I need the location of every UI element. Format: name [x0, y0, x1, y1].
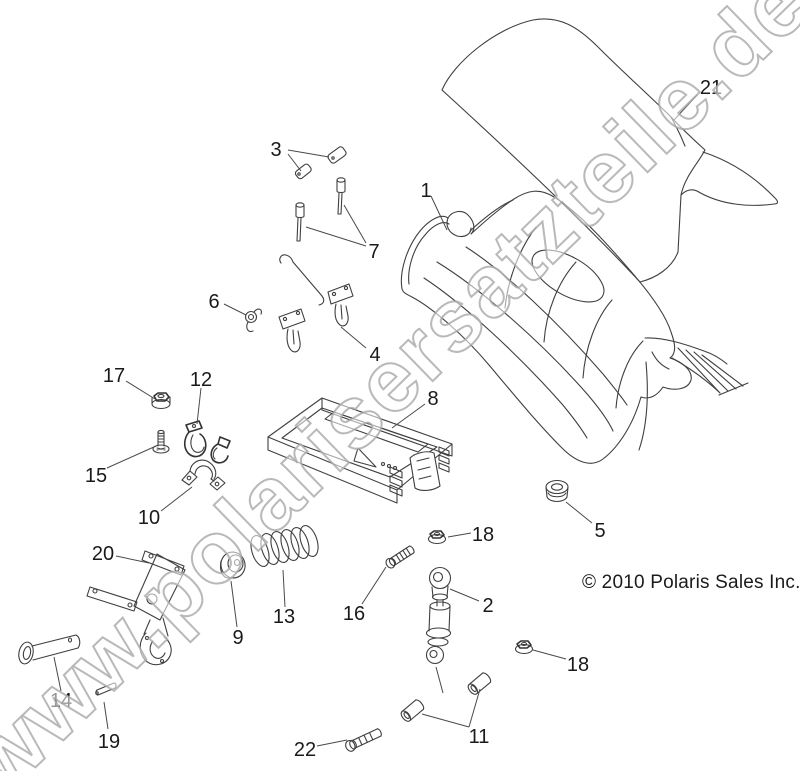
part-17-flange-nut	[151, 392, 171, 410]
part-label-6: 6	[208, 291, 219, 313]
part-18-flange-nuts	[427, 530, 534, 655]
part-3-bumpers	[294, 146, 347, 180]
part-label-18: 18	[567, 654, 589, 676]
leader-line	[305, 226, 367, 247]
leader-line	[435, 666, 444, 694]
leader-line	[430, 195, 448, 231]
leader-line	[421, 713, 470, 728]
leader-line	[343, 204, 367, 244]
part-label-8: 8	[427, 388, 438, 410]
part-16-bolt	[385, 545, 415, 569]
part-label-18: 18	[472, 524, 494, 546]
leader-line	[673, 94, 698, 121]
part-label-1: 1	[420, 180, 431, 202]
part-10-strap-bracket	[181, 459, 226, 491]
part-22-bolt	[345, 728, 382, 752]
part-13-spring	[250, 525, 319, 567]
part-label-16: 16	[343, 603, 365, 625]
part-12-clamps	[183, 420, 231, 464]
part-label-9: 9	[232, 627, 243, 649]
leader-line	[449, 588, 480, 602]
part-6-latch-spring	[244, 308, 262, 332]
part-9-spring-retainer	[219, 551, 246, 579]
leader-line	[287, 149, 330, 158]
part-label-11: 11	[469, 726, 490, 748]
leader-line	[230, 580, 238, 628]
part-label-4: 4	[369, 344, 380, 366]
leader-line	[53, 656, 62, 692]
part-21-seat-cover	[441, 18, 779, 283]
leader-line	[468, 688, 481, 728]
leader-line	[532, 649, 567, 660]
leader-line	[391, 403, 426, 429]
part-7-pins	[295, 177, 346, 242]
part-8-seat-base	[267, 397, 453, 504]
part-11-spacers	[400, 672, 492, 722]
leader-line	[106, 445, 157, 469]
leader-line	[103, 701, 109, 730]
part-2-shock-absorber	[425, 566, 452, 665]
leader-line	[115, 555, 150, 564]
part-4-latch-assembly	[278, 254, 354, 353]
leader-line	[125, 380, 156, 400]
leader-line	[340, 326, 367, 349]
part-15-screw	[152, 429, 170, 454]
part-label-3: 3	[270, 139, 281, 161]
leader-line	[565, 501, 593, 524]
part-label-2: 2	[482, 595, 493, 617]
leader-line	[196, 387, 202, 425]
leader-line	[160, 486, 193, 512]
part-label-10: 10	[138, 507, 160, 529]
leader-line	[282, 569, 286, 608]
part-1-seat-assembly	[400, 190, 749, 464]
part-5-grommet	[545, 479, 569, 503]
part-label-20: 20	[92, 543, 114, 565]
part-label-7: 7	[368, 241, 379, 263]
part-label-14: 14	[50, 690, 72, 712]
part-label-5: 5	[594, 520, 605, 542]
part-label-12: 12	[190, 369, 212, 391]
part-19-cotter-pin	[95, 682, 117, 696]
part-label-19: 19	[98, 731, 120, 753]
leader-line	[447, 532, 472, 538]
callout-annotations: 1 21 3 7 6 4 17 12 8 15 10 18 5 20 2 16 13 9 18 14 11 19 22	[50, 77, 722, 761]
part-label-17: 17	[103, 365, 125, 387]
part-label-22: 22	[294, 739, 316, 761]
leader-line	[316, 739, 348, 747]
leader-line	[361, 566, 387, 605]
part-14-clevis-pin	[18, 634, 81, 665]
leader-line	[223, 303, 247, 316]
copyright-notice: © 2010 Polaris Sales Inc.	[582, 572, 800, 593]
part-label-13: 13	[273, 606, 295, 628]
leader-line	[287, 153, 302, 172]
part-label-15: 15	[85, 465, 107, 487]
part-20-pivot-bracket	[86, 550, 186, 666]
part-label-21: 21	[700, 77, 722, 99]
